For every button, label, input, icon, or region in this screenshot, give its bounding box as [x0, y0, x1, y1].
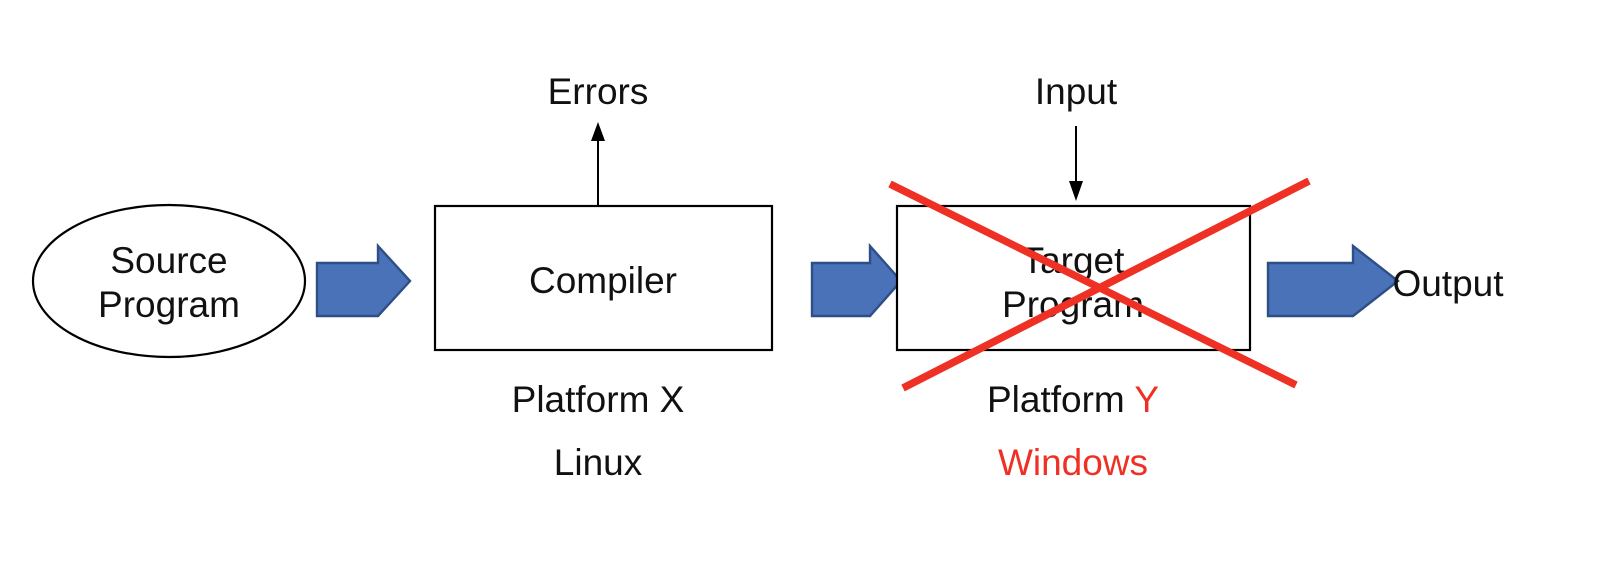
output-label: Output — [1392, 263, 1504, 304]
platform-x-caption-line1: Platform X — [512, 379, 685, 420]
arrow-compiler-to-target[interactable] — [810, 242, 903, 318]
compiler-label: Compiler — [529, 260, 677, 301]
source-program-label-line1: Source — [110, 240, 227, 281]
arrow-target-to-output[interactable] — [1266, 243, 1400, 318]
platform-y-caption-line1: Platform Y — [987, 379, 1159, 420]
input-arrow-head — [1069, 181, 1083, 201]
strikeout-line-up — [901, 177, 1311, 392]
errors-arrow-head — [591, 122, 605, 141]
platform-y-caption-word-y: Y — [1134, 379, 1159, 420]
compiler-box[interactable] — [433, 204, 774, 352]
source-program-ellipse[interactable] — [31, 203, 307, 359]
source-program-label-line2: Program — [98, 284, 240, 325]
errors-label: Errors — [548, 71, 649, 112]
platform-x-caption-line2: Linux — [554, 442, 643, 483]
input-label: Input — [1035, 71, 1118, 112]
strikeout-line-down — [888, 180, 1298, 389]
arrow-source-to-compiler[interactable] — [315, 242, 412, 318]
platform-y-caption-word-platform: Platform — [987, 379, 1134, 420]
platform-y-caption-line2: Windows — [998, 442, 1148, 483]
